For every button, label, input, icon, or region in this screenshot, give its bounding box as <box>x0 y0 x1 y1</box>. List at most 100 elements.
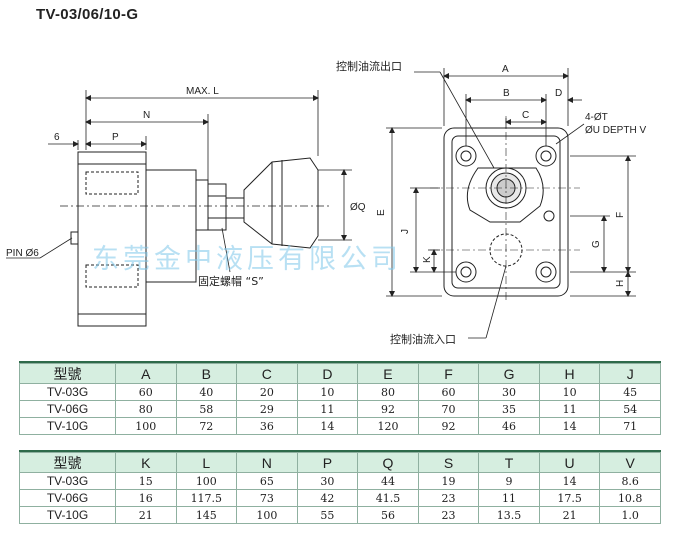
table-cell: 100 <box>236 506 298 524</box>
table-cell: 120 <box>357 417 419 435</box>
header-cell: L <box>175 452 238 473</box>
model-cell: TV-06G <box>19 400 116 418</box>
table-cell: 15 <box>115 472 177 490</box>
dim-g: G <box>591 240 602 248</box>
table2-header: 型號 K L N P Q S T U V <box>19 452 661 473</box>
table1-header: 型號 A B C D E F G H J <box>19 363 661 384</box>
pin-label: PIN Ø6 <box>6 248 39 259</box>
table-cell: 40 <box>175 383 238 401</box>
dim-k: K <box>422 256 433 263</box>
table-cell: 16 <box>115 489 177 507</box>
header-cell: D <box>296 363 359 384</box>
header-cell: N <box>236 452 298 473</box>
table-cell: 29 <box>236 400 298 418</box>
table-cell: 145 <box>175 506 238 524</box>
table-row: TV-06G 80 58 29 11 92 70 35 11 54 <box>19 400 661 418</box>
header-cell: 型號 <box>19 452 116 473</box>
table-cell: 14 <box>538 417 601 435</box>
model-cell: TV-06G <box>19 489 116 507</box>
header-cell: 型號 <box>19 363 116 384</box>
side-dimensions <box>6 90 352 273</box>
table-cell: 30 <box>478 383 540 401</box>
dim-h: H <box>615 280 626 287</box>
table-cell: 14 <box>296 417 359 435</box>
model-cell: TV-10G <box>19 417 116 435</box>
watermark: 东莞金中液压有限公司 <box>92 244 402 275</box>
dim-ot: 4-ØT <box>585 112 608 123</box>
table-cell: 41.5 <box>357 489 419 507</box>
model-cell: TV-03G <box>19 383 116 401</box>
table-cell: 44 <box>357 472 419 490</box>
table-cell: 8.6 <box>599 472 661 490</box>
table-cell: 45 <box>599 383 661 401</box>
model-cell: TV-03G <box>19 472 116 490</box>
dim-f: F <box>615 212 626 218</box>
header-cell: A <box>115 363 177 384</box>
header-cell: T <box>478 452 540 473</box>
table-cell: 100 <box>115 417 177 435</box>
table-row: TV-03G 15 100 65 30 44 19 9 14 8.6 <box>19 472 661 490</box>
dim-e: E <box>376 209 387 216</box>
table-cell: 117.5 <box>175 489 238 507</box>
table-cell: 23 <box>417 489 480 507</box>
inlet-label: 控制油流入口 <box>390 332 456 346</box>
table2-rule <box>19 450 661 452</box>
header-cell: S <box>417 452 480 473</box>
table-cell: 11 <box>538 400 601 418</box>
table-cell: 20 <box>236 383 298 401</box>
table-cell: 73 <box>236 489 298 507</box>
table-cell: 72 <box>175 417 238 435</box>
table-cell: 10 <box>538 383 601 401</box>
header-cell: V <box>599 452 661 473</box>
table-cell: 21 <box>115 506 177 524</box>
table-cell: 10 <box>296 383 359 401</box>
header-cell: F <box>417 363 480 384</box>
dim-d: D <box>555 88 562 99</box>
table-row: TV-06G 16 117.5 73 42 41.5 23 11 17.5 10… <box>19 489 661 507</box>
technical-drawing: MAX. L N P 6 ØQ PIN Ø6 固定螺帽 “S” <box>6 59 646 346</box>
dim-6: 6 <box>54 132 60 143</box>
table-row: TV-03G 60 40 20 10 80 60 30 10 45 <box>19 383 661 401</box>
table-cell: 60 <box>115 383 177 401</box>
header-cell: G <box>478 363 540 384</box>
table-cell: 11 <box>478 489 540 507</box>
table-cell: 92 <box>357 400 419 418</box>
side-view <box>60 151 330 327</box>
table-cell: 1.0 <box>599 506 661 524</box>
table-cell: 92 <box>417 417 480 435</box>
dim-p: P <box>112 132 119 143</box>
outlet-label: 控制油流出口 <box>336 59 402 73</box>
drawing-title: TV-03/06/10-G <box>36 6 139 23</box>
dim-n: N <box>143 110 150 121</box>
header-cell: E <box>357 363 419 384</box>
table-cell: 54 <box>599 400 661 418</box>
table-cell: 65 <box>236 472 298 490</box>
table-cell: 55 <box>296 506 359 524</box>
dim-j: J <box>400 229 411 234</box>
dim-b: B <box>503 88 510 99</box>
cap-label: 固定螺帽 “S” <box>198 274 264 288</box>
table-cell: 100 <box>175 472 238 490</box>
table-cell: 23 <box>417 506 480 524</box>
table-cell: 58 <box>175 400 238 418</box>
table-cell: 35 <box>478 400 540 418</box>
header-cell: U <box>538 452 601 473</box>
table-cell: 19 <box>417 472 480 490</box>
table-cell: 36 <box>236 417 298 435</box>
table-cell: 71 <box>599 417 661 435</box>
header-cell: J <box>599 363 661 384</box>
dim-max-l: MAX. L <box>186 86 219 97</box>
table-row: TV-10G 100 72 36 14 120 92 46 14 71 <box>19 417 661 435</box>
header-cell: B <box>175 363 238 384</box>
spec-table-1: 型號 A B C D E F G H J TV-03G 60 40 20 10 … <box>19 363 661 435</box>
model-cell: TV-10G <box>19 506 116 524</box>
table-cell: 42 <box>296 489 359 507</box>
table-cell: 60 <box>417 383 480 401</box>
table-cell: 17.5 <box>538 489 601 507</box>
table1-rule <box>19 361 661 363</box>
header-cell: Q <box>357 452 419 473</box>
table-cell: 21 <box>538 506 601 524</box>
header-cell: P <box>296 452 359 473</box>
table-cell: 10.8 <box>599 489 661 507</box>
table-cell: 9 <box>478 472 540 490</box>
